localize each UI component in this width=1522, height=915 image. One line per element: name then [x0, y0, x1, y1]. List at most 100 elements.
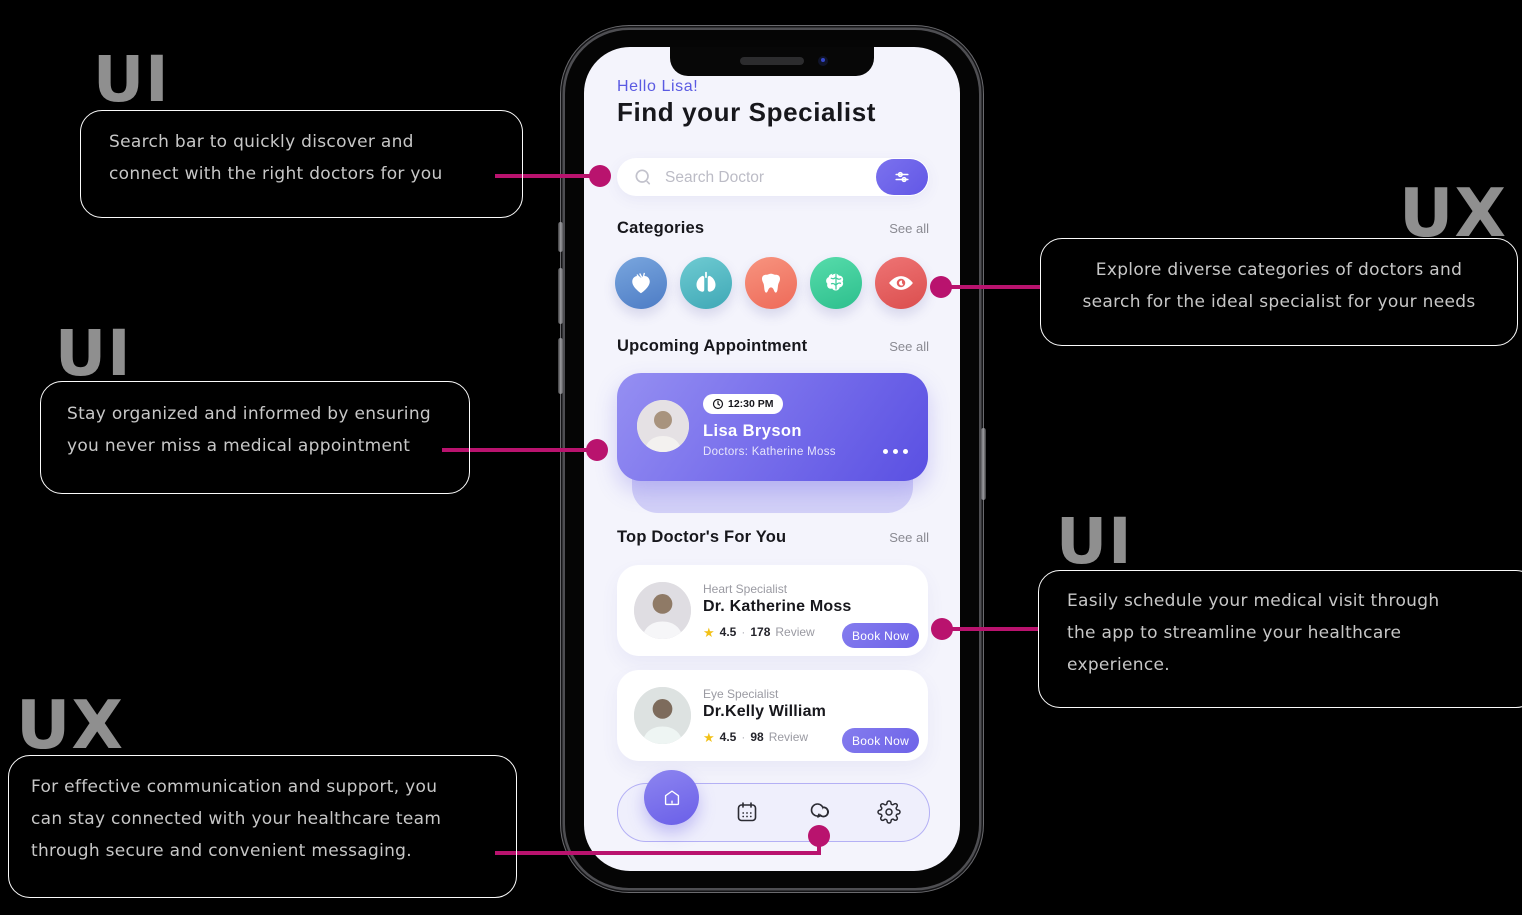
annotation-text: the app to streamline your healthcare	[1067, 623, 1402, 643]
speaker-grille	[740, 57, 804, 65]
categories-header: Categories See all	[617, 219, 929, 238]
app-screen: Hello Lisa! Find your Specialist Categor…	[584, 47, 960, 871]
annotation-box-categories: Explore diverse categories of doctors an…	[1040, 238, 1518, 346]
categories-see-all-link[interactable]: See all	[889, 221, 929, 236]
review-count: 98	[750, 730, 764, 744]
brain-icon	[826, 273, 844, 291]
annotation-text: Easily schedule your medical visit throu…	[1067, 591, 1440, 611]
annotation-text: For effective communication and support,…	[31, 777, 438, 797]
star-icon: ★	[703, 624, 715, 640]
filter-button[interactable]	[876, 159, 928, 195]
category-cardiology[interactable]	[615, 257, 667, 309]
review-label: Review	[768, 730, 809, 744]
connector-appointment-line	[442, 448, 588, 452]
annotation-text: through secure and convenient messaging.	[31, 841, 412, 861]
calendar-icon[interactable]	[735, 800, 759, 824]
connector-booking-line	[952, 627, 1038, 631]
doctor-avatar	[634, 687, 691, 744]
appointment-patient-name: Lisa Bryson	[703, 422, 802, 440]
settings-icon[interactable]	[877, 800, 901, 824]
search-icon	[635, 169, 651, 185]
annotation-tag-ux-categories: UX	[1399, 174, 1508, 252]
annotation-text: can stay connected with your healthcare …	[31, 809, 442, 829]
phone-mockup: Hello Lisa! Find your Specialist Categor…	[558, 30, 986, 888]
book-now-button[interactable]: Book Now	[842, 728, 919, 753]
annotation-tag-ui-booking: UI	[1056, 505, 1133, 578]
doctor-name: Dr.Kelly William	[703, 703, 827, 720]
doctor-specialty: Heart Specialist	[703, 582, 788, 596]
greeting-text: Hello Lisa!	[617, 78, 699, 95]
person-silhouette-icon	[634, 687, 691, 744]
star-icon: ★	[703, 729, 715, 745]
annotation-text: you never miss a medical appointment	[67, 436, 411, 456]
doctor-rating-row: ★ 4.5 · 98 Review	[703, 730, 808, 744]
separator: ·	[741, 625, 746, 639]
connector-messaging-line	[495, 851, 821, 855]
category-pulmonology[interactable]	[680, 257, 732, 309]
connector-search-line	[495, 174, 592, 178]
annotation-box-messaging: For effective communication and support,…	[8, 755, 517, 898]
eye-icon	[889, 276, 913, 290]
person-silhouette-icon	[634, 582, 691, 639]
home-icon	[664, 789, 679, 805]
annotation-box-booking: Easily schedule your medical visit throu…	[1038, 570, 1522, 708]
doctor-avatar	[634, 582, 691, 639]
power-button	[981, 428, 986, 500]
annotation-text: experience.	[1067, 655, 1170, 675]
appointment-header: Upcoming Appointment See all	[617, 337, 929, 356]
category-neurology[interactable]	[810, 257, 862, 309]
appointment-time: 12:30 PM	[728, 398, 774, 410]
rating-value: 4.5	[719, 730, 737, 744]
mute-switch	[558, 222, 563, 252]
appointment-card[interactable]: 12:30 PM Lisa Bryson Doctors: Katherine …	[617, 373, 928, 481]
doctor-card[interactable]: Eye Specialist Dr.Kelly William ★ 4.5 · …	[617, 670, 928, 761]
connector-categories-line	[950, 285, 1040, 289]
category-ophthalmology[interactable]	[875, 257, 927, 309]
nav-home-button[interactable]	[644, 770, 699, 825]
annotation-box-search: Search bar to quickly discover and conne…	[80, 110, 523, 218]
connector-appointment-dot	[586, 439, 608, 461]
connector-messaging-dot	[808, 825, 830, 847]
page-title: Find your Specialist	[617, 97, 877, 127]
bottom-nav-bar	[617, 770, 930, 842]
connector-search-dot	[589, 165, 611, 187]
connector-categories-dot	[930, 276, 952, 298]
annotation-tag-ui-search: UI	[93, 43, 170, 116]
category-row	[615, 257, 927, 309]
review-count: 178	[750, 625, 771, 639]
annotation-tag-ux-messaging: UX	[16, 686, 125, 764]
top-doctors-header: Top Doctor's For You See all	[617, 528, 929, 547]
front-camera	[818, 56, 828, 66]
search-input[interactable]	[663, 158, 877, 198]
section-title: Top Doctor's For You	[617, 528, 787, 546]
volume-up-button	[558, 268, 563, 324]
doctor-specialty: Eye Specialist	[703, 687, 779, 701]
annotation-tag-ui-appointment: UI	[55, 317, 132, 390]
annotation-text: Search bar to quickly discover and	[109, 132, 414, 152]
section-title: Upcoming Appointment	[617, 337, 808, 355]
book-now-button[interactable]: Book Now	[842, 623, 919, 648]
annotation-box-appointment: Stay organized and informed by ensuring …	[40, 381, 470, 494]
appointment-doctor-line: Doctors: Katherine Moss	[703, 446, 836, 458]
separator: ·	[741, 730, 746, 744]
appointment-see-all-link[interactable]: See all	[889, 339, 929, 354]
clock-icon	[712, 398, 724, 410]
patient-avatar	[637, 400, 689, 452]
category-dental[interactable]	[745, 257, 797, 309]
doctor-card[interactable]: Heart Specialist Dr. Katherine Moss ★ 4.…	[617, 565, 928, 656]
appointment-time-badge: 12:30 PM	[703, 394, 783, 414]
doctor-name: Dr. Katherine Moss	[703, 598, 852, 615]
person-silhouette-icon	[637, 400, 689, 452]
annotation-text: search for the ideal specialist for your…	[1082, 292, 1476, 312]
chat-icon[interactable]	[807, 800, 831, 824]
top-doctors-see-all-link[interactable]: See all	[889, 530, 929, 545]
volume-down-button	[558, 338, 563, 394]
rating-value: 4.5	[719, 625, 737, 639]
lungs-icon	[696, 271, 716, 292]
connector-booking-dot	[931, 618, 953, 640]
sliders-icon	[895, 171, 909, 183]
annotation-text: Stay organized and informed by ensuring	[67, 404, 431, 424]
more-options-button[interactable]	[883, 449, 908, 454]
search-bar[interactable]	[617, 158, 929, 198]
